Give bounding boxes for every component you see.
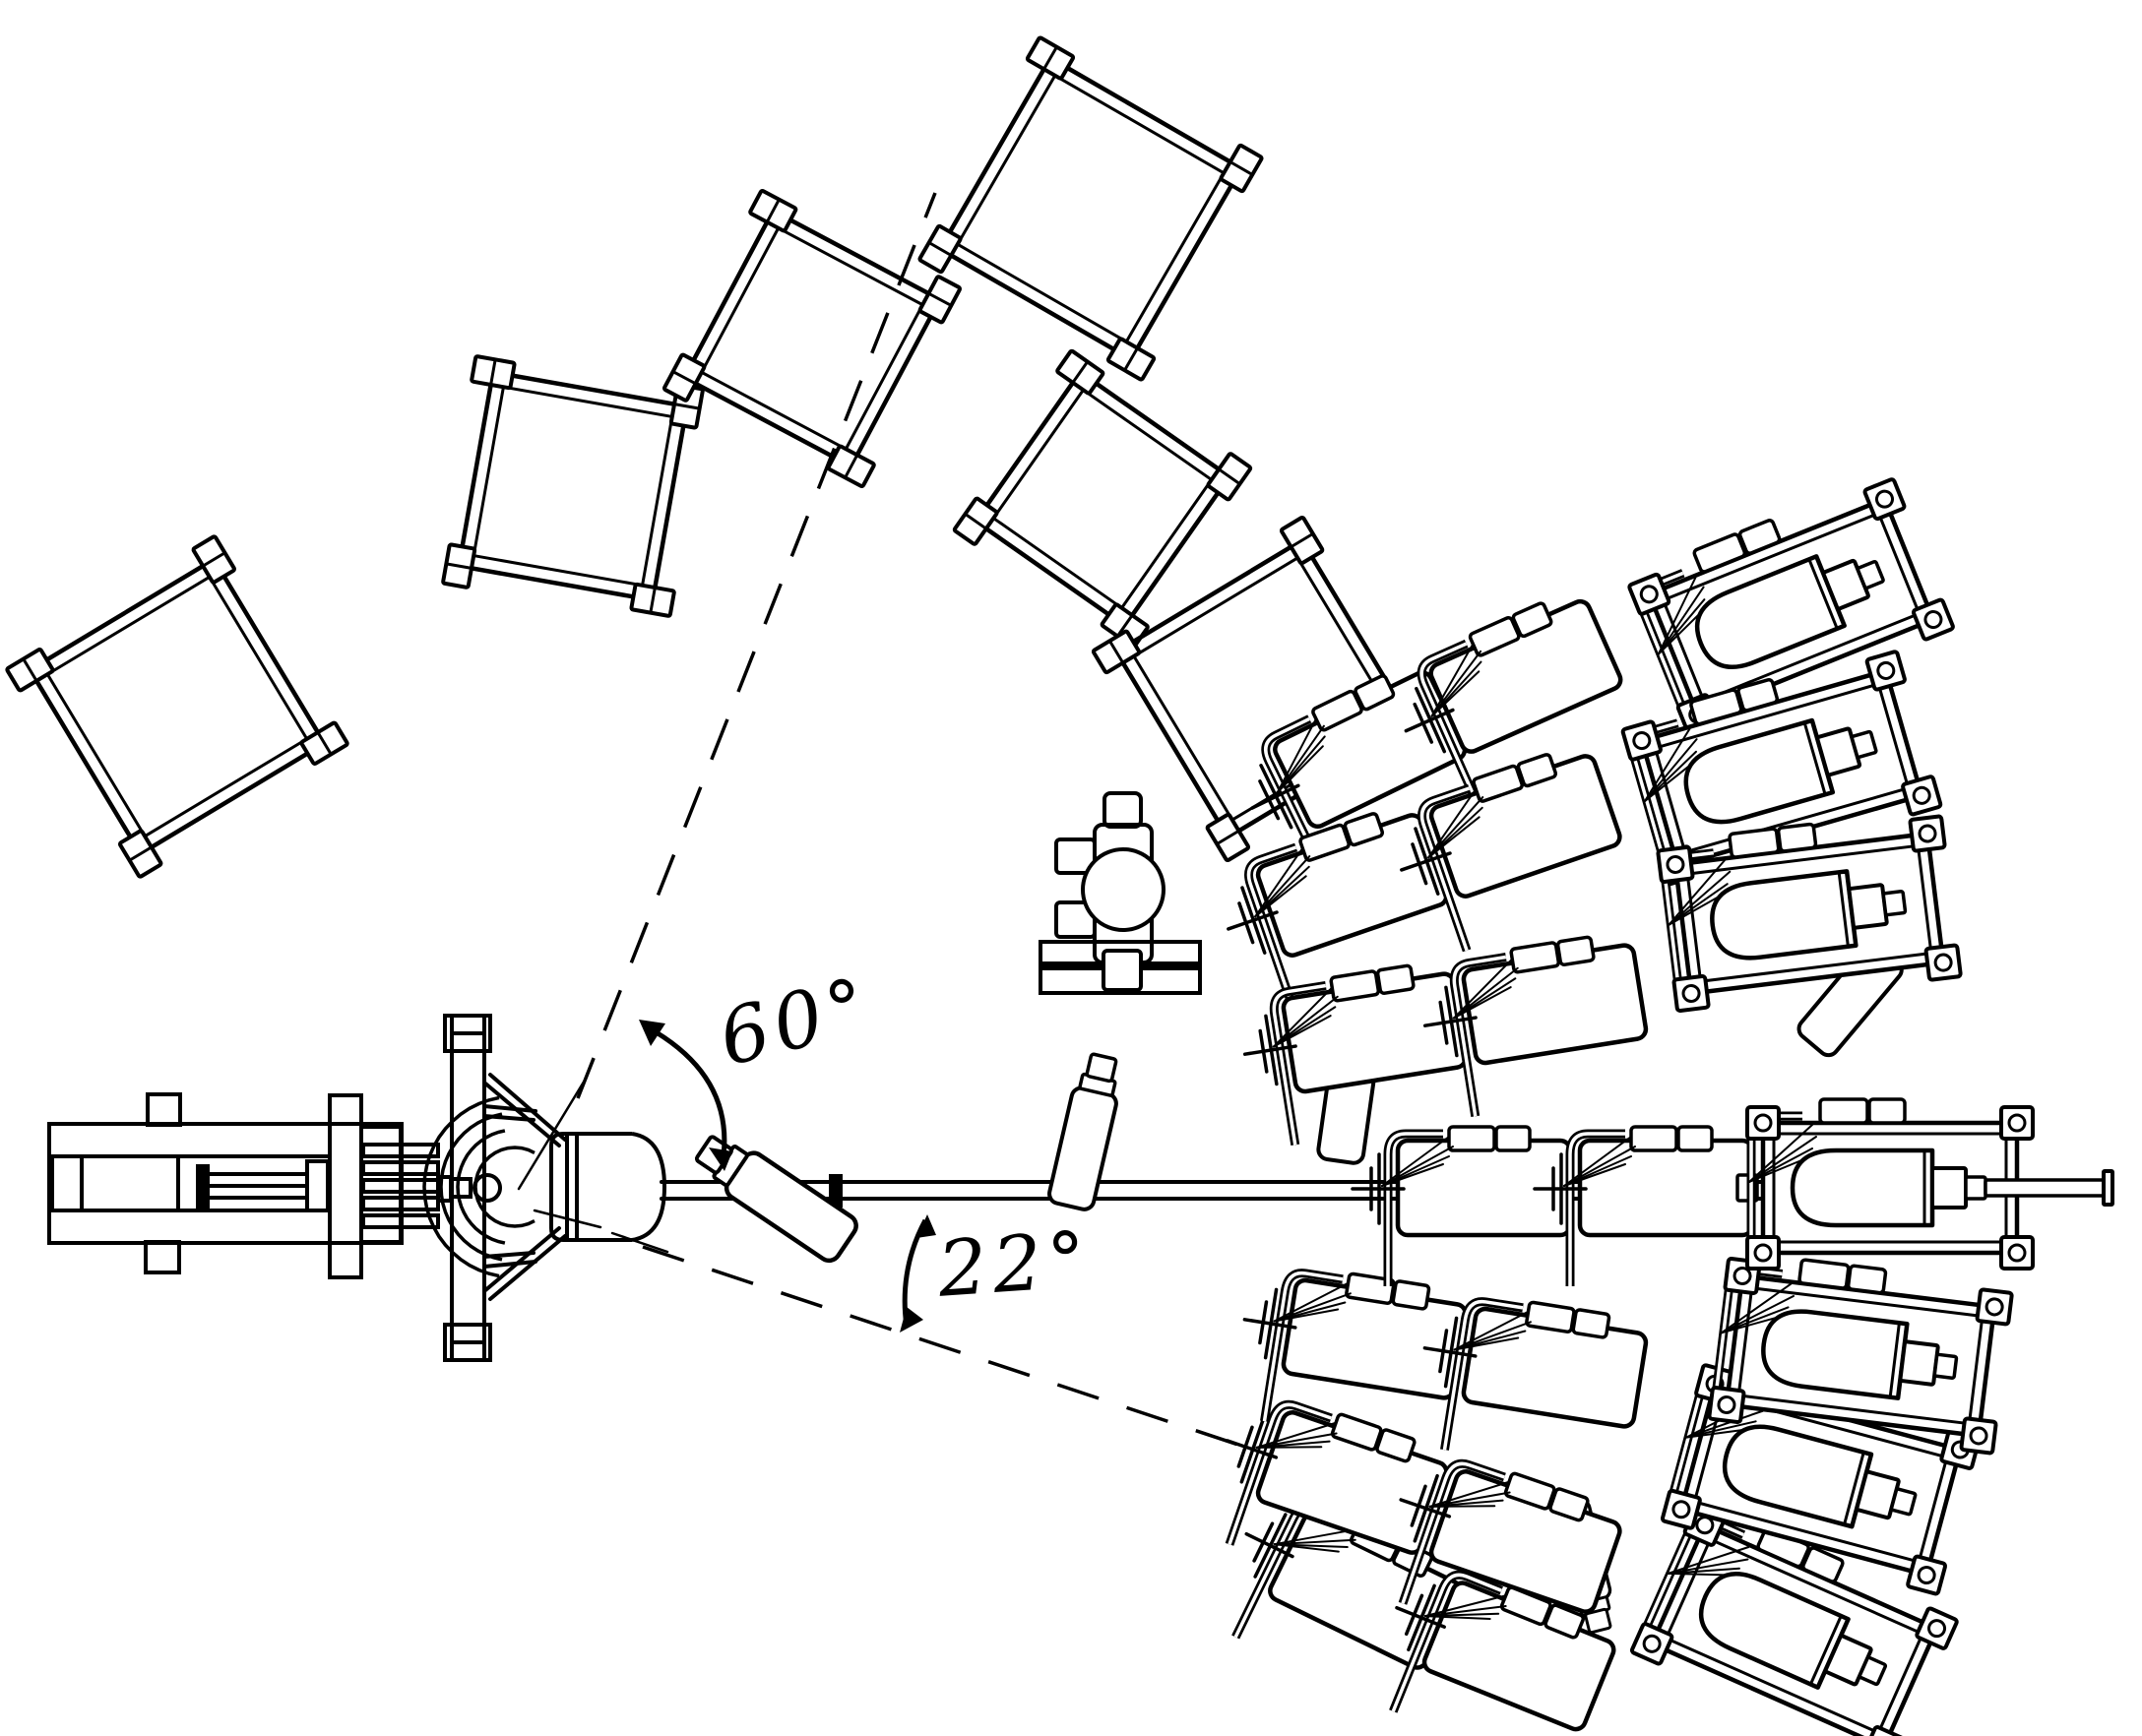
leader-lines <box>517 1077 669 1254</box>
fan-panel-7 <box>1242 963 1469 1147</box>
fan-cart-9 <box>1656 814 1963 1013</box>
fan-panel-19 <box>1351 1125 1573 1286</box>
fan-cart-15 <box>1660 1363 1982 1596</box>
arc-frame-2 <box>441 354 1118 1211</box>
fan-panel-5 <box>1400 753 1622 953</box>
angle-label-22: 22° <box>935 1215 1096 1315</box>
angle-arrows <box>639 1020 936 1333</box>
fan-cart-21 <box>1735 1097 2114 1271</box>
fan-panel-14 <box>1398 1458 1622 1614</box>
fan-panel-17 <box>1422 1297 1649 1451</box>
fan-panel-16 <box>1242 1269 1469 1422</box>
fan-cart-3 <box>1627 477 1955 737</box>
fan-panel-20 <box>1533 1125 1755 1286</box>
fan-cart-18 <box>1707 1257 2014 1456</box>
pump-unit <box>1039 791 1202 995</box>
traction-machine <box>47 1092 502 1279</box>
fan-panel-13 <box>1225 1399 1449 1555</box>
fan-panel-8 <box>1422 935 1649 1118</box>
dashed-ray-1 <box>576 192 937 1099</box>
fan-cart-12 <box>1629 1503 1959 1736</box>
fan-panel-11 <box>1389 1570 1616 1732</box>
fan-panel-2 <box>1404 598 1623 808</box>
sprinkler-device <box>1047 1052 1118 1211</box>
pivot-assembly <box>422 1014 666 1362</box>
dashed-ray-2 <box>642 1245 1295 1465</box>
arc-frame-1 <box>5 534 858 1264</box>
